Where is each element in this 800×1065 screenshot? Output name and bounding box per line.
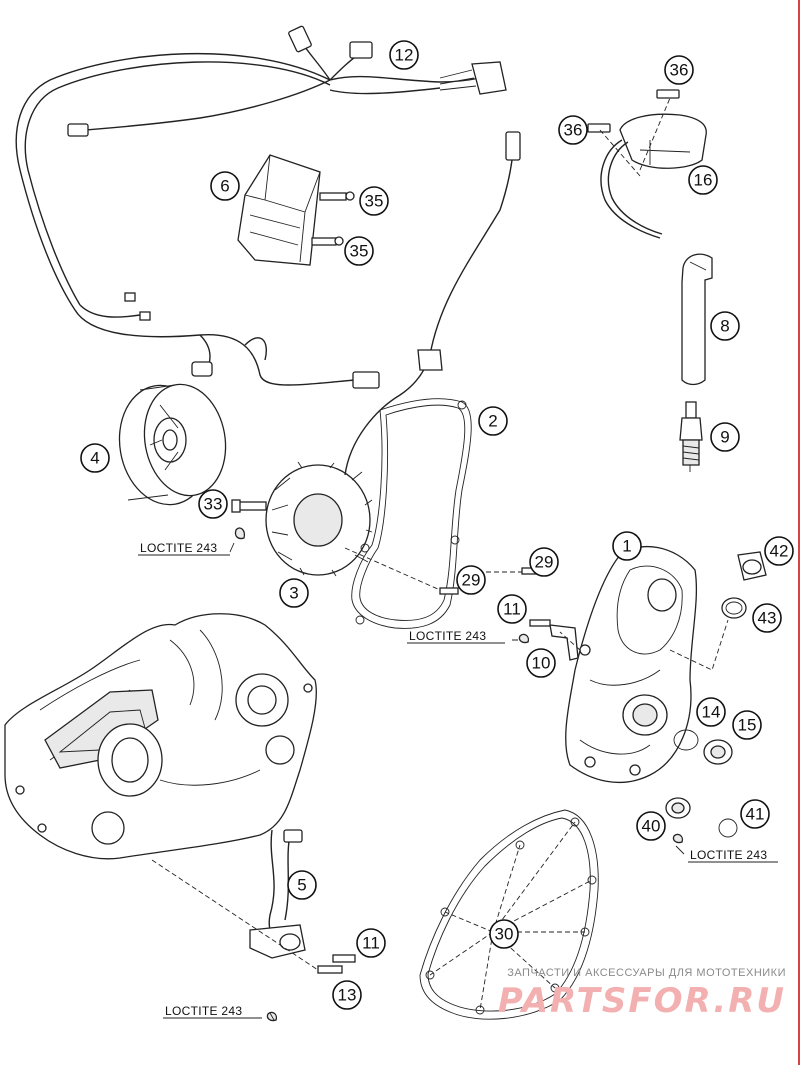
callout-13: 13	[332, 980, 362, 1010]
spark-plug-connector	[681, 253, 713, 386]
svg-text:4: 4	[90, 449, 99, 468]
loctite-label-bottom: LOCTITE 243	[163, 1004, 262, 1019]
connector-icon	[67, 123, 89, 137]
svg-text:11: 11	[362, 934, 380, 953]
bolt-35-upper	[319, 192, 347, 201]
svg-text:14: 14	[702, 703, 721, 722]
dowel-pin-29-lower	[439, 587, 459, 595]
svg-text:LOCTITE 243: LOCTITE 243	[165, 1004, 242, 1018]
svg-text:12: 12	[395, 46, 414, 65]
svg-text:5: 5	[297, 876, 306, 895]
svg-text:36: 36	[564, 121, 583, 140]
callout-11-lower: 11	[356, 928, 386, 958]
callout-43: 43	[752, 603, 782, 633]
callout-9: 9	[710, 422, 740, 452]
flywheel	[118, 383, 227, 506]
plug-40	[665, 797, 691, 844]
callout-15: 15	[732, 710, 762, 740]
callout-35-upper: 35	[359, 186, 389, 216]
svg-text:11: 11	[503, 600, 521, 619]
svg-text:35: 35	[365, 192, 384, 211]
callout-2: 2	[478, 406, 508, 436]
svg-text:9: 9	[720, 428, 729, 447]
callout-8: 8	[710, 311, 740, 341]
svg-text:29: 29	[462, 571, 481, 590]
callout-11-upper: 11	[497, 594, 527, 624]
o-ring-43	[721, 597, 747, 619]
watermark-logo: PARTSFOR.RU	[497, 981, 786, 1021]
crankcase	[4, 613, 317, 860]
callout-35-lower: 35	[344, 236, 374, 266]
svg-text:2: 2	[488, 412, 497, 431]
svg-text:1: 1	[622, 537, 631, 556]
callout-40: 40	[636, 811, 666, 841]
screw-33	[231, 499, 267, 540]
svg-text:41: 41	[746, 805, 765, 824]
callout-29-lower: 29	[456, 565, 486, 595]
page-edge-line	[798, 0, 800, 1065]
svg-text:30: 30	[495, 925, 514, 944]
svg-text:36: 36	[670, 61, 689, 80]
ignition-cover	[565, 545, 698, 783]
screw-plug-15	[703, 739, 733, 765]
callout-1: 1	[612, 531, 642, 561]
callout-5: 5	[287, 870, 317, 900]
bracket-10	[518, 619, 579, 661]
callout-4: 4	[80, 443, 110, 473]
svg-text:16: 16	[694, 171, 713, 190]
callout-16: 16	[688, 165, 718, 195]
ignition-coil	[587, 89, 707, 239]
loctite-label-middle: LOCTITE 243	[407, 629, 505, 644]
callout-29-upper: 29	[529, 547, 559, 577]
wiring-harness	[15, 25, 507, 389]
circlip-41	[718, 818, 738, 838]
callout-41: 41	[740, 799, 770, 829]
callout-30: 30	[489, 919, 519, 949]
svg-text:29: 29	[535, 553, 554, 572]
loctite-label-right: LOCTITE 243	[688, 848, 778, 863]
svg-text:6: 6	[220, 177, 229, 196]
svg-text:8: 8	[720, 317, 729, 336]
callout-42: 42	[764, 536, 794, 566]
loctite-label-upper-left: LOCTITE 243	[138, 541, 230, 556]
svg-text:LOCTITE 243: LOCTITE 243	[690, 848, 767, 862]
svg-text:43: 43	[758, 609, 777, 628]
ignition-cover-gasket	[351, 398, 472, 629]
voltage-regulator	[237, 154, 355, 266]
callout-3: 3	[279, 578, 309, 608]
callout-33: 33	[198, 489, 228, 519]
svg-text:33: 33	[204, 495, 223, 514]
callout-36-left: 36	[558, 115, 588, 145]
stator	[265, 131, 521, 577]
svg-text:LOCTITE 243: LOCTITE 243	[409, 629, 486, 643]
svg-text:40: 40	[642, 817, 661, 836]
svg-text:10: 10	[532, 654, 551, 673]
svg-text:3: 3	[289, 584, 298, 603]
callout-6: 6	[210, 171, 240, 201]
callout-12: 12	[389, 40, 419, 70]
o-ring-14	[673, 729, 699, 751]
watermark-tagline: ЗАПЧАСТИ И АКСЕССУАРЫ ДЛЯ МОТОТЕХНИКИ	[507, 967, 786, 979]
svg-text:15: 15	[738, 716, 757, 735]
spark-plug	[679, 401, 703, 472]
svg-text:35: 35	[350, 242, 369, 261]
callout-10: 10	[526, 648, 556, 678]
callout-14: 14	[696, 697, 726, 727]
callout-36-top: 36	[664, 55, 694, 85]
plug-42	[737, 551, 767, 581]
svg-text:13: 13	[338, 986, 357, 1005]
svg-text:LOCTITE 243: LOCTITE 243	[140, 541, 217, 555]
svg-text:42: 42	[770, 542, 789, 561]
